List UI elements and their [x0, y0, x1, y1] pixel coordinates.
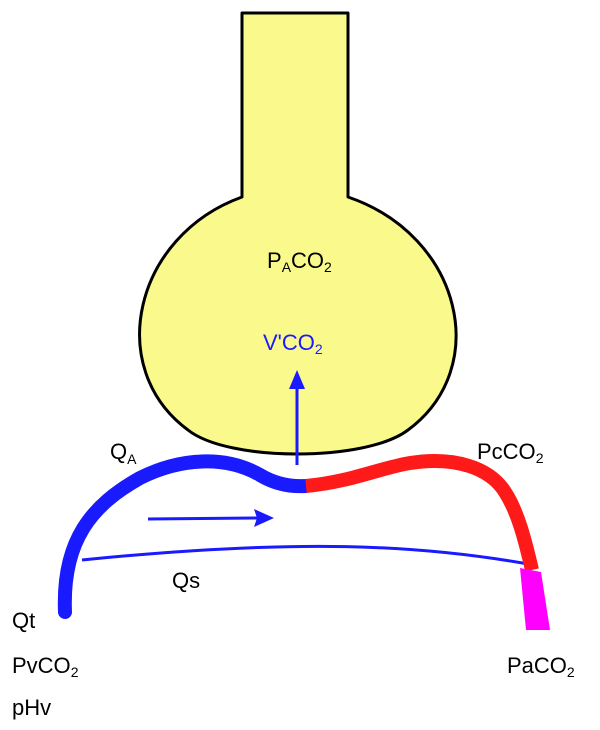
arrow-right-icon [254, 509, 274, 527]
venous-ph-label: pHv [12, 695, 51, 720]
co2-output-label: V'CO2 [263, 330, 323, 357]
shunt-line [81, 544, 529, 566]
alveolar-flow-label: QA [110, 439, 137, 467]
alveolar-co2-label: PACO2 [267, 248, 332, 275]
arterial-co2-label: PaCO2 [507, 653, 575, 680]
alveolus [138, 11, 458, 456]
capillary-co2-label: PcCO2 [477, 439, 544, 466]
arterial-segment [520, 568, 550, 630]
arrow-up-icon [289, 370, 305, 389]
shunt-flow-label: Qs [172, 568, 200, 593]
total-flow-label: Qt [12, 608, 35, 633]
pulmonary-capillary [305, 454, 539, 572]
venous-co2-label: PvCO2 [12, 653, 79, 680]
venous-capillary [57, 454, 313, 619]
blood-flow-line [147, 516, 259, 521]
